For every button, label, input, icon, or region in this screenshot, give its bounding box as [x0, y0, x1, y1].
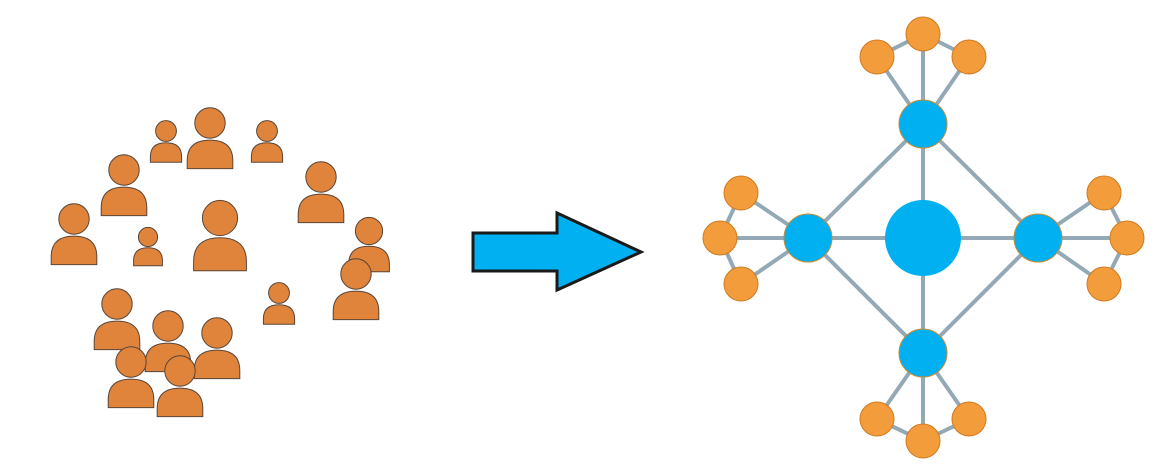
leaf-node [951, 401, 987, 437]
network-graph [702, 16, 1145, 459]
person-icon [50, 203, 98, 266]
person-head [194, 107, 226, 139]
leaf-node [702, 220, 738, 256]
person-icon [93, 288, 141, 351]
person-body [149, 142, 183, 163]
person-icon [149, 120, 183, 163]
person-head [101, 288, 133, 320]
leaf-node [859, 39, 895, 75]
person-head [256, 120, 278, 142]
person-head [201, 199, 239, 237]
person-icon [193, 317, 241, 380]
network-edge [921, 236, 1040, 355]
person-body [332, 290, 380, 321]
person-body [100, 186, 148, 217]
person-icon [297, 161, 345, 224]
leaf-node [905, 16, 941, 52]
person-body [107, 378, 155, 409]
leaf-node [1109, 220, 1145, 256]
leaf-node [723, 175, 759, 211]
person-head [155, 120, 177, 142]
person-head [108, 154, 140, 186]
person-body [193, 349, 241, 380]
person-icon [133, 226, 163, 267]
hub-node-right [1013, 213, 1063, 263]
person-head [164, 355, 196, 387]
person-icon [156, 355, 204, 418]
person-head [340, 258, 372, 290]
person-icon [193, 199, 247, 272]
person-icon [262, 282, 296, 325]
person-head [305, 161, 337, 193]
person-body [93, 320, 141, 351]
network-edge [921, 122, 1040, 240]
person-body [133, 247, 163, 267]
person-head [152, 310, 184, 342]
person-head [58, 203, 90, 235]
person-icon [100, 154, 148, 217]
leaf-node [905, 423, 941, 459]
center-node [885, 200, 961, 276]
person-icon [332, 258, 380, 321]
leaf-node [951, 39, 987, 75]
leaf-node [859, 401, 895, 437]
person-head [268, 282, 290, 304]
person-body [186, 139, 234, 170]
hub-node-bottom [898, 328, 948, 378]
transition-arrow [471, 210, 645, 293]
person-head [201, 317, 233, 349]
person-body [50, 235, 98, 266]
person-body [262, 304, 296, 325]
network-nodes [702, 16, 1145, 459]
right-arrow-icon [471, 210, 645, 293]
leaf-node [1086, 175, 1122, 211]
person-body [193, 237, 247, 272]
person-head [137, 226, 159, 248]
network-edge [806, 236, 925, 355]
person-head [115, 346, 147, 378]
hub-node-top [898, 99, 948, 149]
person-icon [107, 346, 155, 409]
leaf-node [1086, 266, 1122, 302]
network-edge [806, 122, 925, 240]
leaf-node [723, 266, 759, 302]
person-body [250, 142, 284, 163]
person-body [297, 193, 345, 224]
person-icon [250, 120, 284, 163]
person-icon [186, 107, 234, 170]
person-head [354, 216, 384, 246]
hub-node-left [783, 213, 833, 263]
crowd-group [50, 107, 390, 418]
person-body [156, 387, 204, 418]
